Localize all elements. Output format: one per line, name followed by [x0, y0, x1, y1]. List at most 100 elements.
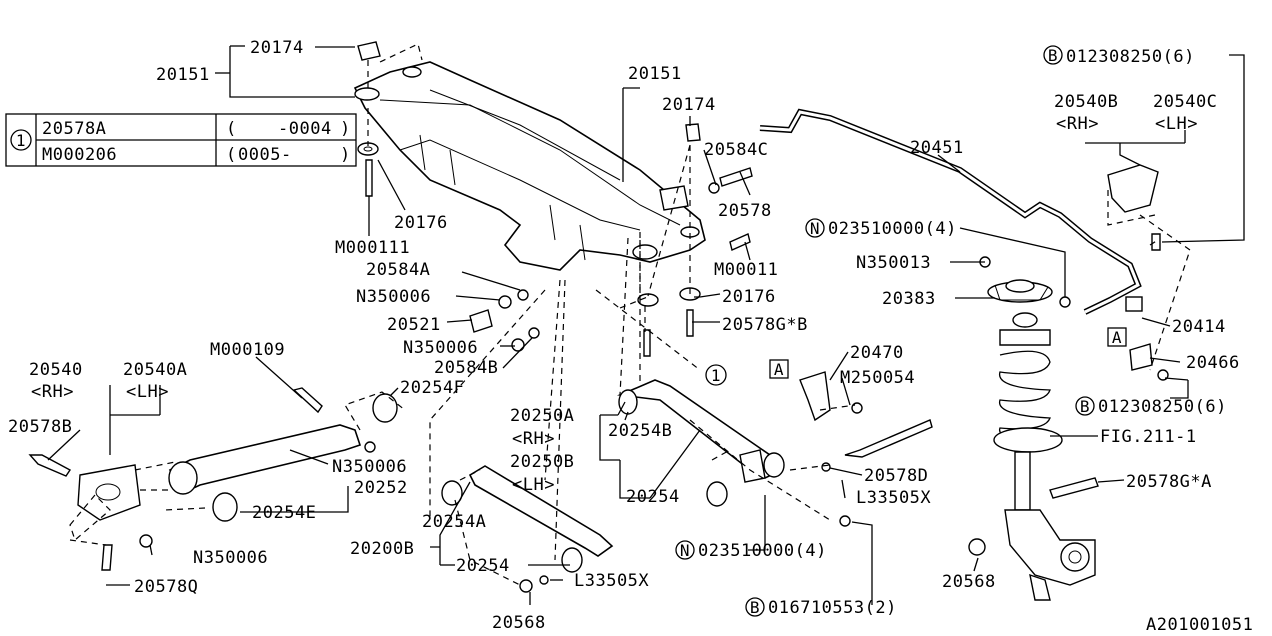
part-label: 20250B	[510, 452, 574, 472]
part-label: 20470	[850, 343, 904, 363]
marker-a-letter: A	[1112, 328, 1122, 347]
marker-b-icon	[745, 597, 765, 617]
table-row-bracket: )	[340, 119, 351, 139]
stabilizer-link-drawing	[799, 371, 831, 422]
part-label: 20254B	[608, 421, 672, 441]
part-label: N350013	[856, 253, 931, 273]
diagram-id: A201001051	[1146, 615, 1253, 635]
figure-reference: FIG.211-1	[1100, 427, 1197, 447]
part-label: 20383	[882, 289, 936, 309]
part-label: M250054	[840, 368, 915, 388]
marker-b-icon	[1075, 396, 1095, 416]
part-label: 20250A	[510, 406, 574, 426]
stabilizer-bar-drawing	[759, 108, 1143, 315]
marker-n-icon	[675, 540, 695, 560]
part-label: 20584C	[704, 140, 768, 160]
marker-b-letter: B	[750, 598, 760, 617]
fasteners	[28, 256, 1169, 593]
part-label: 20252	[354, 478, 408, 498]
part-label: M000111	[335, 238, 410, 258]
part-label: 20254F	[400, 378, 464, 398]
table-ref-number: 1	[16, 131, 26, 150]
part-label: 20414	[1172, 317, 1226, 337]
part-label: 20521	[387, 315, 441, 335]
part-label: M00011	[714, 260, 778, 280]
reference-table: 1 20578A ( -0004 ) M000206 ( 0005- )	[5, 113, 357, 167]
marker-b-letter: B	[1080, 397, 1090, 416]
part-label: 20176	[394, 213, 448, 233]
part-label: 20151	[628, 64, 682, 84]
part-label: 012308250(6)	[1066, 47, 1195, 67]
part-label: 012308250(6)	[1098, 397, 1227, 417]
part-labels: 20174 20151 20176 M000111 20151 20174 20…	[8, 38, 1253, 635]
dashed-assembly-lines	[69, 43, 1191, 586]
part-label: 20578B	[8, 417, 72, 437]
side-label: <RH>	[512, 429, 555, 449]
part-label: L33505X	[574, 571, 649, 591]
part-label: N350006	[403, 338, 478, 358]
part-label: 20578D	[864, 466, 928, 486]
reference-number: 1	[711, 366, 721, 385]
trailing-link-drawing	[77, 393, 398, 522]
part-label: 20151	[156, 65, 210, 85]
part-label: 20540C	[1153, 92, 1217, 112]
side-label: <LH>	[512, 475, 555, 495]
leader-lines	[47, 45, 1245, 605]
side-label: <RH>	[31, 382, 74, 402]
part-label: 20584B	[434, 358, 498, 378]
table-row-bracket: )	[340, 145, 351, 165]
part-label: 20578Q	[134, 577, 198, 597]
side-label: <RH>	[1056, 114, 1099, 134]
marker-b-icon	[1043, 45, 1063, 65]
table-row-part: 20578A	[42, 119, 106, 139]
part-label: 20254	[626, 487, 680, 507]
part-label: 20584A	[366, 260, 430, 280]
part-label: 20466	[1186, 353, 1240, 373]
marker-n-letter: N	[810, 219, 820, 238]
table-row-range: -0004	[278, 119, 332, 139]
part-label: 20540A	[123, 360, 187, 380]
part-label: 016710553(2)	[768, 598, 897, 618]
part-label: 20254	[456, 556, 510, 576]
side-label: <LH>	[1155, 114, 1198, 134]
part-label: 20568	[942, 572, 996, 592]
side-label: <LH>	[126, 382, 169, 402]
part-label: M000109	[210, 340, 285, 360]
marker-n-letter: N	[680, 541, 690, 560]
rear-crossmember-drawing	[353, 61, 706, 271]
part-label: 20200B	[350, 539, 414, 559]
marker-a-letter: A	[774, 360, 784, 379]
part-label: 023510000(4)	[698, 541, 827, 561]
part-label: N350006	[193, 548, 268, 568]
marker-b-letter: B	[1048, 46, 1058, 65]
part-label: 023510000(4)	[828, 219, 957, 239]
part-label: 20254E	[252, 503, 316, 523]
part-label: 20578G*B	[722, 315, 808, 335]
strut-assembly-drawing	[987, 279, 1096, 601]
marker-a-box-icon	[769, 359, 789, 379]
part-label: 20578	[718, 201, 772, 221]
part-label: 20568	[492, 613, 546, 633]
part-label: N350006	[356, 287, 431, 307]
part-label: 20578G*A	[1126, 472, 1212, 492]
part-label: 20254A	[422, 512, 486, 532]
part-label: 20540B	[1054, 92, 1118, 112]
part-label: L33505X	[856, 488, 931, 508]
marker-a-box-icon	[1107, 327, 1127, 347]
table-row-part: M000206	[42, 145, 117, 165]
table-row-bracket: (	[226, 119, 237, 139]
part-label: 20176	[722, 287, 776, 307]
part-label: 20540	[29, 360, 83, 380]
reference-circle-icon	[705, 364, 727, 386]
reference-circle-icon	[10, 129, 32, 151]
part-label: N350006	[332, 457, 407, 477]
part-label: 20174	[662, 95, 716, 115]
table-row-range: 0005-	[238, 145, 292, 165]
marker-n-icon	[805, 218, 825, 238]
part-label: 20174	[250, 38, 304, 58]
part-label: 20451	[910, 138, 964, 158]
callout-markers: B N A B A 1 N B	[675, 45, 1127, 617]
table-row-bracket: (	[226, 145, 237, 165]
